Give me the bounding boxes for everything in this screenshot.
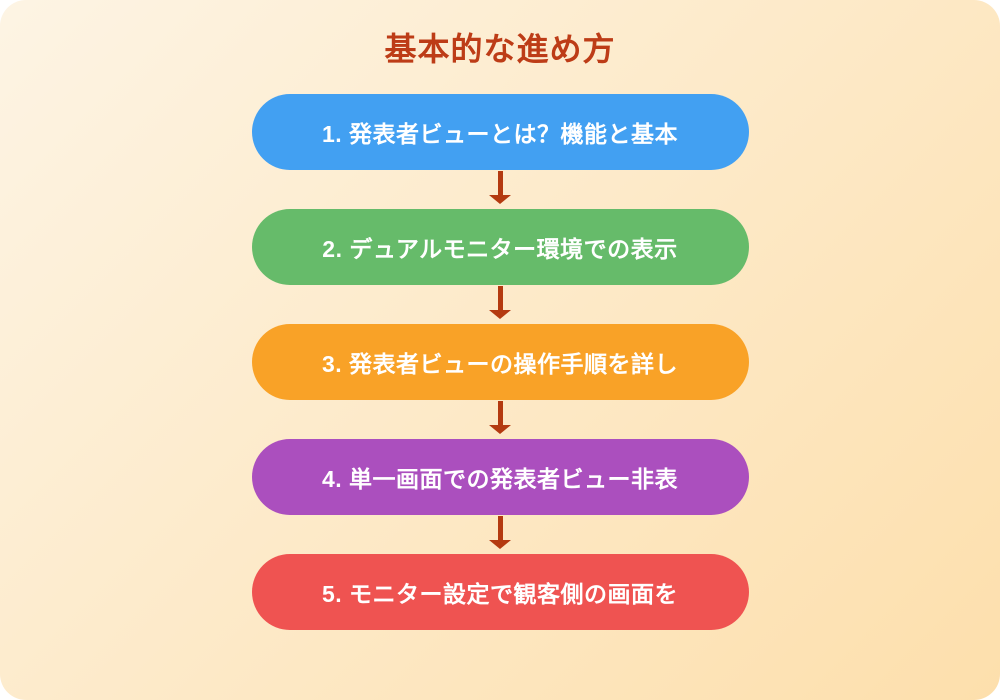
step-4-label: 4. 単一画面での発表者ビュー非表 (321, 466, 679, 492)
arrow-stem (497, 171, 503, 195)
step-3-label: 3. 発表者ビューの操作手順を詳し (321, 351, 679, 377)
step-4-pill: 4. 単一画面での発表者ビュー非表 (251, 439, 749, 515)
step-5-pill: 5. モニター設定で観客側の画面を (251, 554, 749, 630)
arrow-stem (497, 516, 503, 540)
step-2-label: 2. デュアルモニター環境での表示 (322, 236, 678, 262)
arrow-head (489, 425, 511, 434)
step-2-pill: 2. デュアルモニター環境での表示 (251, 209, 749, 285)
arrow-head (489, 310, 511, 319)
flowchart: 1. 発表者ビューとは？機能と基本 2. デュアルモニター環境での表示 3. 発… (251, 94, 749, 630)
step-1-pill: 1. 発表者ビューとは？機能と基本 (251, 94, 749, 170)
arrow-head (489, 540, 511, 549)
arrow-stem (497, 286, 503, 310)
arrow-stem (497, 401, 503, 425)
step-5-label: 5. モニター設定で観客側の画面を (321, 581, 679, 607)
arrow-down-icon (489, 170, 511, 209)
arrow-down-icon (489, 285, 511, 324)
step-1-label: 1. 発表者ビューとは？機能と基本 (321, 121, 679, 147)
arrow-down-icon (489, 515, 511, 554)
step-3-pill: 3. 発表者ビューの操作手順を詳し (251, 324, 749, 400)
arrow-head (489, 195, 511, 204)
page-title: 基本的な進め方 (384, 31, 616, 67)
arrow-down-icon (489, 400, 511, 439)
